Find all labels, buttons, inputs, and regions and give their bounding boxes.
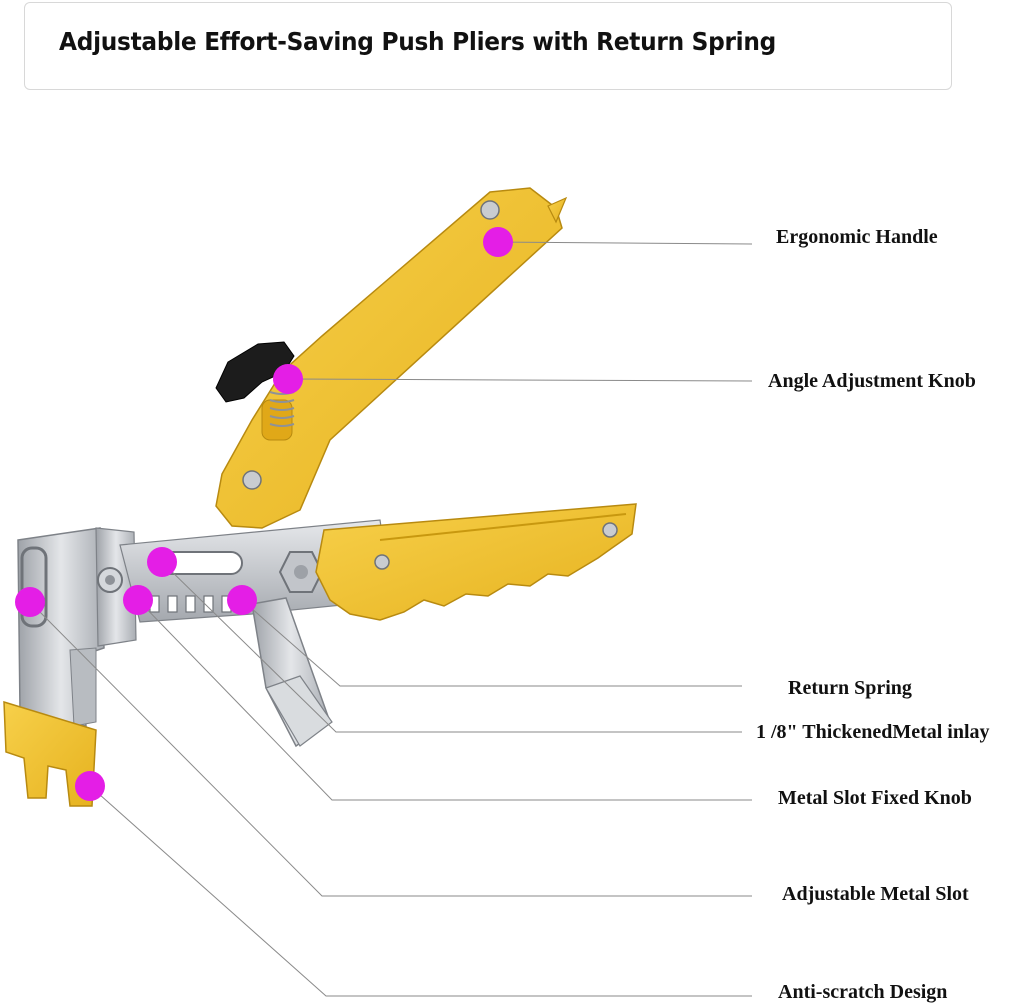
marker-return-spring — [227, 585, 257, 615]
metal-slot-bracket — [17, 527, 105, 727]
marker-metal-inlay — [147, 547, 177, 577]
label-thickened-metal-inlay: 1 /8" ThickenedMetal inlay — [756, 721, 990, 743]
label-return-spring: Return Spring — [788, 677, 912, 699]
marker-ergonomic-handle — [483, 227, 513, 257]
marker-angle-knob — [273, 364, 303, 394]
label-metal-slot-fixed-knob: Metal Slot Fixed Knob — [778, 787, 972, 809]
label-ergonomic-handle: Ergonomic Handle — [776, 226, 938, 248]
metal-inlay-lever — [251, 597, 333, 748]
leader-slot-fixed-knob — [137, 599, 752, 801]
leader-lines — [29, 241, 753, 997]
lower-handle — [315, 503, 637, 621]
marker-adjustable-slot — [15, 587, 45, 617]
leader-return-spring — [241, 599, 742, 687]
leader-ergonomic-handle — [497, 241, 753, 245]
label-anti-scratch-design: Anti-scratch Design — [778, 981, 948, 1003]
label-angle-adjustment-knob: Angle Adjustment Knob — [768, 370, 976, 392]
label-adjustable-metal-slot: Adjustable Metal Slot — [782, 883, 969, 905]
leader-angle-knob — [287, 378, 753, 382]
marker-slot-fixed-knob — [123, 585, 153, 615]
marker-anti-scratch — [75, 771, 105, 801]
title-box: Adjustable Effort-Saving Push Pliers wit… — [24, 2, 952, 90]
page-title: Adjustable Effort-Saving Push Pliers wit… — [59, 27, 777, 56]
leader-anti-scratch — [89, 785, 752, 997]
leader-adjustable-slot — [29, 601, 752, 897]
leader-metal-inlay — [161, 561, 742, 733]
